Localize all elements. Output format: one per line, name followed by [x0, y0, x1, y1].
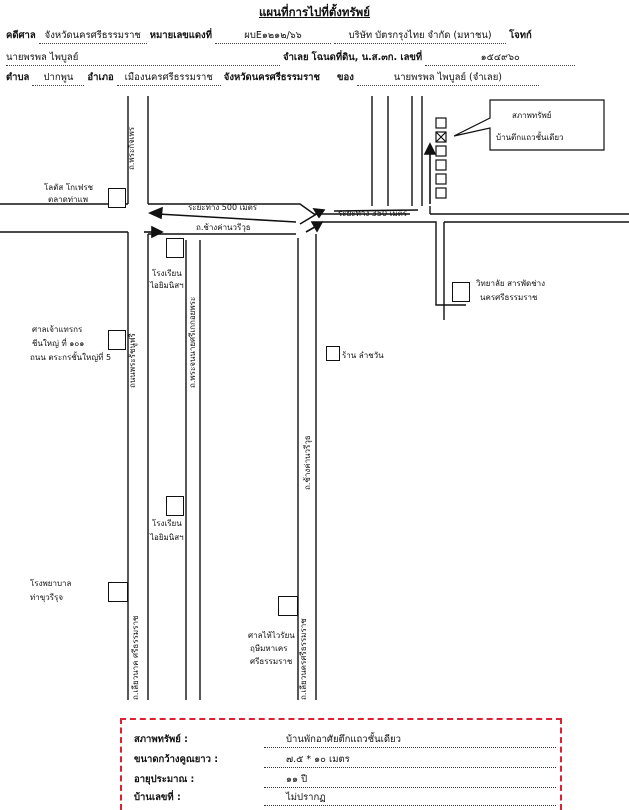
landmark-hospital-box — [108, 582, 128, 602]
document-title: แผนที่การไปที่ตั้งทรัพย์ — [258, 5, 370, 19]
header-row-2: นายพรพล ไพบูลย์ จำเลย โฉนดที่ดิน, น.ส.๓ก… — [6, 50, 576, 66]
road-distance-2-label: ระยะทาง 350 เมตร — [338, 209, 408, 218]
header-row-3: ตำบล ปากพูน อำเภอ เมืองนครศรีธรรมราช จัง… — [6, 70, 539, 86]
road-distance-1-label: ระยะทาง 500 เมตร — [188, 203, 258, 212]
info-row-condition: สภาพทรัพย์ : บ้านพักอาศัยตึกแถวชั้นเดียว — [134, 732, 556, 748]
deed-label: โฉนดที่ดิน, น.ส.๓ก. เลขที่ — [311, 52, 423, 63]
condition-value: บ้านพักอาศัยตึกแถวชั้นเดียว — [264, 732, 556, 748]
road-top-left-label: ถ.พระกิจเพร — [127, 126, 136, 170]
province-value: จังหวัดนครศรีธรรมราช — [223, 72, 320, 83]
defendant-value: นายพรพล ไพบูลย์ — [6, 50, 280, 66]
road-bottom-left-label: ถ.เลียวนาค ศรีธรรมราช — [131, 615, 140, 700]
header-row-1: คดีศาล จังหวัดนครศรีธรรมราช หมายเลขแดงที… — [6, 28, 532, 44]
plaintiff-label: โจทก์ — [509, 30, 532, 41]
callout-title: สภาพทรัพย์ — [512, 110, 551, 120]
defendant-label: จำเลย — [283, 52, 309, 63]
landmark-college-box — [452, 282, 470, 302]
landmark-shrine-label: ศาลไห้ไวรัยน — [248, 631, 295, 640]
district-label: อำเภอ — [87, 72, 114, 83]
landmark-school-1b-label: ไอยิมนิสฯ — [149, 281, 184, 290]
road-right-vertical-label: ถ.ช้างค่านวรีวุธ — [303, 435, 312, 490]
landmark-pavilion-label: ศาลเจ้าแทรกร — [32, 325, 83, 334]
size-label: ขนาดกว้างคูณยาว : — [134, 754, 219, 765]
landmark-shrine-box — [278, 596, 298, 616]
landmark-shrine-label-3: ศรีธรรมราช — [250, 657, 293, 666]
landmark-lotus-label-2: ตลาดท่าแพ — [48, 195, 88, 204]
age-label: อายุประมาณ : — [134, 774, 195, 785]
landmark-school-2b-label: ไอยิมนิสฯ — [149, 533, 184, 542]
landmark-shop-box — [326, 346, 340, 361]
case-no-label: หมายเลขแดงที่ — [149, 30, 212, 41]
condition-label: สภาพทรัพย์ : — [134, 734, 188, 745]
subdistrict-value: ปากพูน — [32, 70, 85, 86]
info-row-size: ขนาดกว้างคูณยาว : ๗.๕ * ๑๐ เมตร — [134, 752, 556, 768]
info-row-age: อายุประมาณ : ๑๑ ปี — [134, 772, 556, 788]
landmark-lotus-box — [108, 188, 126, 208]
landmark-school-2-box — [166, 496, 184, 516]
landmark-shop-label: ร้าน ลำชวัน — [342, 351, 384, 360]
callout-bubble — [453, 99, 605, 151]
owner-label: ของ — [337, 72, 354, 83]
info-row-house-no: บ้านเลขที่ : ไม่ปรากฏ — [134, 790, 556, 806]
road-main-label: ถ.ช้างค่านวรีวุธ — [196, 223, 251, 232]
house-no-label: บ้านเลขที่ : — [134, 792, 181, 803]
owner-value: นายพรพล ไพบูลย์ (จำเลย) — [356, 70, 539, 86]
landmark-pavilion-box — [108, 330, 126, 350]
house-no-value: ไม่ปรากฏ — [264, 790, 556, 806]
callout-text: บ้านตึกแถวชั้นเดียว — [496, 131, 564, 142]
landmark-college-label: วิทยาลัย สารพัดช่าง — [475, 279, 545, 288]
landmark-school-1-label: โรงเรียน — [152, 268, 182, 278]
district-value: เมืองนครศรีธรรมราช — [116, 70, 221, 86]
case-no-value: ผบE๑๒๑๒/๖๖ — [215, 28, 331, 44]
plaintiff-value: บริษัท บัตรกรุงไทย จำกัด (มหาชน) — [334, 28, 507, 44]
landmark-school-2-label: โรงเรียน — [152, 518, 182, 528]
road-mid-vertical-label: ถ.พระจนนายศรีเกกอยพระ — [188, 297, 197, 388]
size-value: ๗.๕ * ๑๐ เมตร — [264, 752, 556, 768]
landmark-pavilion-label-2: ชีนใหญ่ ที่ ๑๐๑ — [32, 337, 84, 348]
road-main-edge-top-right — [148, 203, 410, 215]
road-bottom-mid-label: ถ.เลียวนครศรีธรรมราช — [299, 618, 308, 700]
subdistrict-label: ตำบล — [6, 72, 30, 83]
property-info-panel: สภาพทรัพย์ : บ้านพักอาศัยตึกแถวชั้นเดียว… — [120, 718, 562, 810]
road-left-vertical-label: ถนนพระรัชนูฟรี — [128, 332, 138, 388]
deed-value: ๑๕๔๙๖๐ — [425, 50, 576, 66]
landmark-school-1-box — [166, 238, 184, 258]
landmark-pavilion-label-3: ถนน ตระกรชั้นใหญ่ที่ 5 — [30, 351, 111, 362]
landmark-lotus-label: โลตัส โกเฟรช — [44, 182, 94, 192]
landmark-college-label-2: นครศรีธรรมราช — [480, 293, 538, 302]
court-value: จังหวัดนครศรีธรรมราช — [38, 28, 147, 44]
landmark-shrine-label-2: ฤษีมหาเคร — [250, 644, 288, 653]
age-value: ๑๑ ปี — [264, 772, 556, 788]
landmark-hospital-label: โรงพยาบาล — [30, 578, 72, 588]
road-main-edge-bottom-right — [322, 221, 466, 306]
landmark-hospital-label-2: ท่าขุวรีรุจ — [30, 593, 63, 602]
court-label: คดีศาล — [6, 30, 36, 41]
